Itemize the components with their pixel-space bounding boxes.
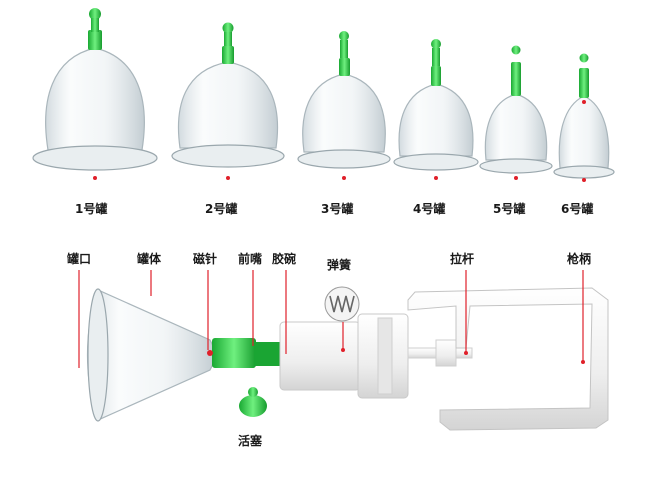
part-label-nozzle: 前嘴 [238,252,263,266]
cup-1 [32,8,158,180]
leader-lines [78,270,584,368]
diagram-cup [86,288,216,422]
cup-label-5: 5号罐 [493,202,526,216]
diagram-handle [407,287,609,431]
part-label-pull-rod: 拉杆 [450,252,475,266]
part-label-gun-handle: 枪柄 [567,252,592,266]
part-label-piston: 活塞 [238,434,263,448]
part-label-cup-body: 罐体 [137,252,162,266]
cup-label-3: 3号罐 [321,202,354,216]
cup-label-6: 6号罐 [561,202,594,216]
part-label-cup-mouth: 罐口 [67,252,92,266]
cup-3 [297,31,391,180]
diagram-spring [324,286,360,352]
cup-label-2: 2号罐 [205,202,238,216]
diagram-nozzle [207,338,282,368]
cup-5 [479,45,553,180]
cup-label-1: 1号罐 [75,202,108,216]
cup-4 [393,39,479,180]
part-label-spring: 弹簧 [327,258,352,272]
cup-2 [171,22,285,180]
diagram-piston [239,387,267,417]
part-label-magnet-needle: 磁针 [193,252,218,266]
cup-label-4: 4号罐 [413,202,446,216]
part-label-rubber-bowl: 胶碗 [272,252,297,266]
cup-6 [553,53,615,182]
diagram-barrel [279,313,409,399]
